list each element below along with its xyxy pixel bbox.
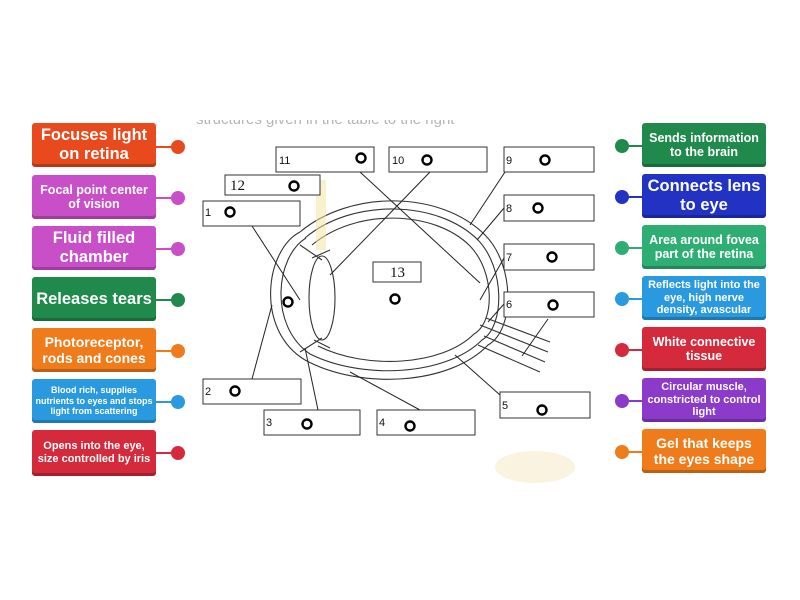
drop-target-dot [355,152,367,164]
answer-tile[interactable]: Gel that keeps the eyes shape [642,429,766,473]
drop-target-dot [532,202,544,214]
answer-tile[interactable]: White connective tissue [642,327,766,371]
tile-connector [156,146,176,148]
drop-target-dot [539,154,551,166]
tile-connector [156,401,176,403]
tile-connector [156,452,176,454]
label-box-3[interactable]: 3 [263,409,361,436]
answer-tile[interactable]: Sends information to the brain [642,123,766,167]
answer-tile[interactable]: Photoreceptor, rods and cones [32,328,156,372]
tile-handle-dot[interactable] [615,241,629,255]
drop-target-dot [547,299,559,311]
answer-tile[interactable]: Blood rich, supplies nutrients to eyes a… [32,379,156,423]
tile-connector [624,349,644,351]
answer-tile[interactable]: Fluid filled chamber [32,226,156,270]
drop-target-dot[interactable] [282,296,294,308]
tile-handle-dot[interactable] [171,242,185,256]
drop-target-dot [404,420,416,432]
label-box-7[interactable]: 7 [503,243,595,271]
svg-text:5: 5 [502,400,508,412]
drop-target-dot [229,385,241,397]
tile-handle-dot[interactable] [171,293,185,307]
drop-target-dot [421,154,433,166]
answer-tile[interactable]: Opens into the eye, size controlled by i… [32,430,156,476]
tile-handle-dot[interactable] [171,446,185,460]
answer-tile[interactable]: Area around fovea part of the retina [642,225,766,269]
label-box-11[interactable]: 11 [275,146,375,173]
svg-text:3: 3 [266,417,272,429]
svg-text:13: 13 [390,265,405,281]
answer-tile[interactable]: Circular muscle, constricted to control … [642,378,766,422]
drop-target-dot [546,251,558,263]
svg-text:7: 7 [506,252,512,264]
svg-text:6: 6 [506,299,512,311]
tile-connector [624,247,644,249]
svg-text:8: 8 [506,203,512,215]
svg-text:2: 2 [205,386,211,398]
answer-tile[interactable]: Reflects light into the eye, high nerve … [642,276,766,320]
tile-connector [156,350,176,352]
label-box-4[interactable]: 4 [376,409,476,436]
answer-tile[interactable]: Focuses light on retina [32,123,156,167]
label-box-9[interactable]: 9 [503,146,595,173]
answer-tile[interactable]: Focal point center of vision [32,175,156,219]
tile-connector [624,145,644,147]
tile-connector [156,299,176,301]
drop-target-dot [224,206,236,218]
answer-tile[interactable]: Connects lens to eye [642,174,766,218]
tile-handle-dot[interactable] [615,343,629,357]
tile-connector [624,298,644,300]
tile-handle-dot[interactable] [171,395,185,409]
label-box-12[interactable]: 12 [224,174,321,196]
drop-target-dot [288,180,300,192]
answer-tile[interactable]: Releases tears [32,277,156,321]
svg-text:11: 11 [279,155,290,167]
label-box-13[interactable]: 13 [372,261,422,305]
svg-text:12: 12 [230,178,245,194]
svg-text:9: 9 [506,155,512,167]
eyeball-outline [270,200,551,380]
tile-handle-dot[interactable] [171,344,185,358]
svg-text:4: 4 [379,417,385,429]
label-box-6[interactable]: 6 [503,291,595,318]
drop-target-dot [301,418,313,430]
label-box-2[interactable]: 2 [202,378,302,405]
tile-connector [624,400,644,402]
drop-target-dot [536,404,548,416]
tile-handle-dot[interactable] [615,190,629,204]
label-box-5[interactable]: 5 [499,391,591,419]
tile-handle-dot[interactable] [171,191,185,205]
label-box-1[interactable]: 1 [202,200,301,227]
tile-handle-dot[interactable] [171,140,185,154]
tile-connector [156,197,176,199]
tile-handle-dot[interactable] [615,445,629,459]
tile-connector [156,248,176,250]
tile-connector [624,451,644,453]
pointer-lines [251,171,549,411]
svg-text:1: 1 [205,207,211,219]
tile-handle-dot[interactable] [615,139,629,153]
tile-handle-dot[interactable] [615,394,629,408]
svg-text:10: 10 [392,155,404,167]
label-box-8[interactable]: 8 [503,194,595,222]
tile-connector [624,196,644,198]
drop-target-dot [389,293,401,305]
label-box-10[interactable]: 10 [388,146,488,173]
tile-handle-dot[interactable] [615,292,629,306]
